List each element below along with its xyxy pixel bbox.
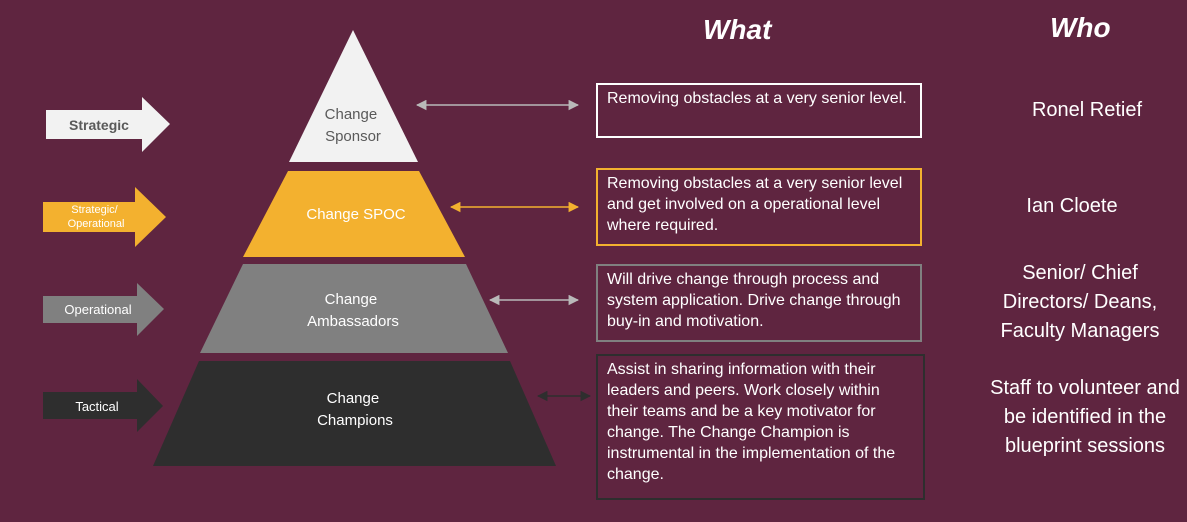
tier-label-champions: Change Champions xyxy=(317,390,393,429)
who-champions: Staff to volunteer and be identified in … xyxy=(990,377,1180,457)
pyramid-tier-champions: Change Champions xyxy=(153,361,556,466)
level-label-strategic: Strategic xyxy=(69,117,129,133)
tier-label-ambassadors: Change Ambassadors xyxy=(307,291,399,330)
who-sponsor: Ronel Retief xyxy=(1031,99,1143,121)
what-box-spoc: Removing obstacles at a very senior leve… xyxy=(596,168,922,246)
who-heading: Who xyxy=(1050,12,1111,43)
level-arrow-operational: Operational xyxy=(43,283,164,336)
level-label-operational: Operational xyxy=(64,302,131,317)
pyramid-tier-sponsor: Change Sponsor xyxy=(289,30,418,162)
level-arrow-strategic: Strategic xyxy=(46,97,170,152)
level-label-tactical: Tactical xyxy=(75,399,118,414)
who-spoc: Ian Cloete xyxy=(1026,195,1118,217)
what-box-sponsor: Removing obstacles at a very senior leve… xyxy=(596,83,922,138)
what-box-ambassadors: Will drive change through process and sy… xyxy=(596,264,922,342)
who-ambassadors: Senior/ Chief Directors/ Deans, Faculty … xyxy=(1000,262,1160,342)
what-heading: What xyxy=(703,14,772,45)
level-label-strategic-operational: Strategic/ Operational xyxy=(68,204,125,230)
tier-label-sponsor: Change Sponsor xyxy=(325,106,382,145)
level-arrow-tactical: Tactical xyxy=(43,379,163,432)
pyramid-tier-spoc: Change SPOC xyxy=(243,171,465,257)
tier-label-spoc: Change SPOC xyxy=(306,206,405,223)
pyramid-tier-ambassadors: Change Ambassadors xyxy=(200,264,508,353)
what-box-champions: Assist in sharing information with their… xyxy=(596,354,925,500)
level-arrow-strategic-operational: Strategic/ Operational xyxy=(43,187,166,247)
